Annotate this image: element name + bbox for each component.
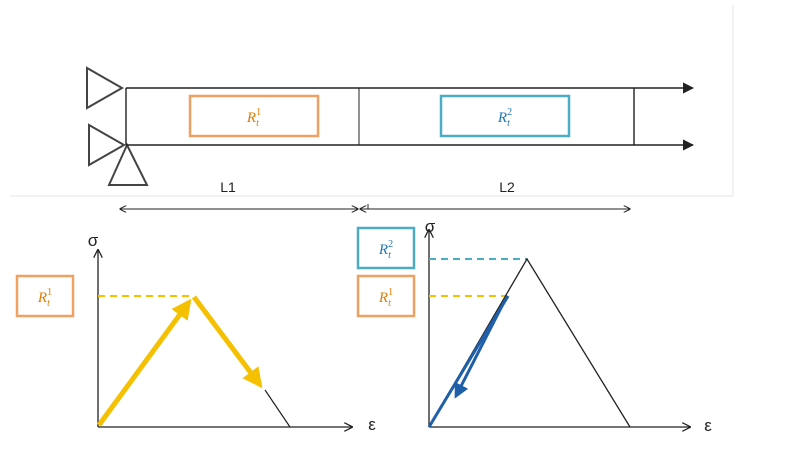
stress-axis-label-left: σ [88,231,99,250]
svg-text:R1t: R1t [378,287,393,309]
stress-axis-label-right: σ [425,217,436,236]
svg-text:R1t: R1t [37,287,52,309]
support-triangle-top [86,66,125,110]
softening-arrow-left [192,295,263,389]
strain-axis-label-right: ε [704,416,712,435]
strain-axis-label-left: ε [368,415,376,434]
unloading-turn-right [501,295,510,305]
segment2-length-label: L2 [499,179,515,195]
support-triangle-middle [88,123,127,167]
unloading-arrow-right [454,303,505,399]
segment1-length-label: L1 [220,179,236,195]
loading-arrow-left [96,298,192,427]
svg-text:R2t: R2t [378,239,393,261]
softening-tail-left [264,389,291,428]
stress-strain-envelope-right [428,257,631,428]
support-triangle-bottom [107,142,149,186]
